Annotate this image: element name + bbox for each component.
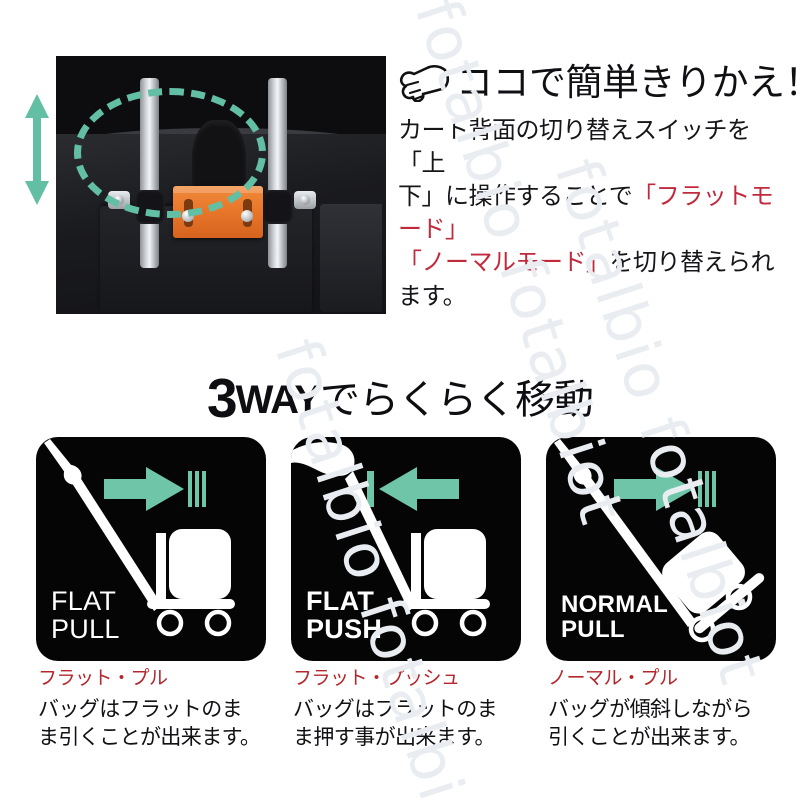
caption-body: バッグが傾斜しながら 引くことが出来ます。 (548, 696, 798, 751)
arrow-left-icon (104, 467, 206, 511)
header-block: ココで簡単きりかえ！ カート背面の切り替えスイッチを「上 下」に操作することで「… (398, 62, 800, 313)
flat-pull-illustration (44, 439, 235, 637)
normal-mode-term: 「ノーマルモード」 (398, 249, 610, 277)
card-label-line1: NORMAL (561, 591, 669, 619)
caption-normal-pull: ノーマル・プル バッグが傾斜しながら 引くことが出来ます。 (548, 668, 798, 751)
card-label-line2: PUSH (306, 613, 383, 644)
card-label-flat-pull: FLAT PULL (51, 587, 120, 643)
caption-title: フラット・プッシュ (293, 668, 460, 689)
cart-flat-body (402, 529, 490, 609)
mode-cards: FLAT PULL (0, 437, 800, 667)
pole-clamp-right (263, 190, 293, 224)
dashed-ellipse-highlight (74, 88, 266, 218)
cart-wheels (411, 609, 487, 637)
handle-bar (44, 439, 162, 611)
header-title: ココで簡単きりかえ！ (456, 61, 800, 103)
cart-wheels (156, 609, 232, 637)
flat-push-illustration (291, 442, 490, 637)
up-down-arrow (25, 94, 49, 205)
caption-body: バッグはフラットのま ま押す事が出来ます。 (293, 696, 543, 751)
mode-card-flat-push: FLAT PUSH (291, 437, 521, 661)
card-label-line2: PULL (51, 613, 120, 644)
caption-title: ノーマル・プル (548, 668, 678, 689)
mode-card-normal-pull: NORMAL PULL (546, 437, 776, 661)
caption-body-line2: ま押す事が出来ます。 (293, 725, 496, 749)
arrow-right-icon (367, 467, 459, 511)
card-label-normal-pull: NORMAL PULL (561, 591, 669, 644)
pointing-hand-icon (399, 64, 450, 102)
way-heading-way: WAY (235, 378, 321, 422)
header-body-line2: 下」に操作することで「フラットモード」 (398, 180, 790, 246)
caption-flat-push: フラット・プッシュ バッグはフラットのま ま押す事が出来ます。 (293, 668, 543, 751)
header-body-line3-text: を切り替えられます。 (398, 249, 775, 310)
caption-body-line1: バッグはフラットのま (38, 697, 243, 721)
caption-body-line2: ま引くことが出来ます。 (38, 725, 261, 749)
flat-mode-term: 「フラットモード」 (398, 183, 774, 244)
card-label-line2: PULL (561, 616, 625, 644)
caption-body-line1: バッグが傾斜しながら (548, 697, 753, 721)
card-label-line1: FLAT (306, 585, 375, 616)
rivet-right (294, 191, 316, 209)
handle-bar (291, 442, 417, 611)
normal-pull-illustration (554, 439, 765, 643)
caption-body: バッグはフラットのま ま引くことが出来ます。 (38, 696, 288, 751)
header-body-line3: 「ノーマルモード」を切り替えられます。 (398, 246, 790, 312)
mode-card-flat-pull: FLAT PULL (36, 437, 266, 661)
card-label-line1: FLAT (51, 585, 117, 616)
header-body-line2-text: 下」に操作することで (398, 183, 633, 211)
card-label-flat-push: FLAT PUSH (306, 587, 382, 643)
caption-body-line2: 引くことが出来ます。 (548, 725, 751, 749)
way-heading-number: 3 (206, 367, 238, 429)
caption-flat-pull: フラット・プル バッグはフラットのま ま引くことが出来ます。 (38, 668, 288, 751)
switch-knob-right (241, 210, 253, 222)
arrow-left-icon (614, 467, 716, 511)
bag-right-fold (320, 204, 382, 312)
handle-pole-right (268, 78, 287, 268)
handle-bar (554, 439, 696, 627)
way-heading: 3WAYでらくらく移動 (0, 366, 800, 430)
cart-flat-body (147, 529, 235, 609)
header-body: カート背面の切り替えスイッチを「上 下」に操作することで「フラットモード」 「ノ… (398, 114, 790, 313)
header-body-line1: カート背面の切り替えスイッチを「上 (398, 117, 751, 178)
caption-title: フラット・プル (38, 668, 168, 689)
cart-wheels (688, 583, 753, 643)
way-heading-suffix: でらくらく移動 (320, 378, 594, 422)
caption-body-line1: バッグはフラットのま (293, 697, 498, 721)
